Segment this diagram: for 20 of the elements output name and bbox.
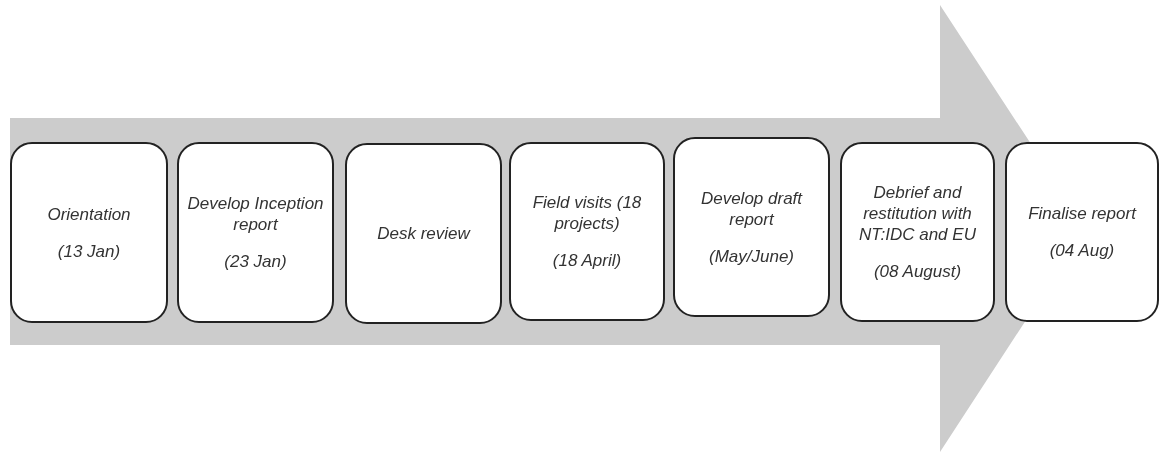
date-label: (13 Jan) — [57, 240, 121, 262]
process-box — [509, 142, 665, 321]
process-box — [673, 137, 830, 317]
step-label: Desk review — [377, 223, 470, 244]
process-box — [10, 142, 168, 323]
step-label: Develop draft report — [699, 187, 804, 230]
date-label: (04 Aug) — [1049, 240, 1115, 261]
process-box — [840, 142, 995, 322]
step-label: Finalise report — [1028, 203, 1136, 224]
step-label: Orientation — [47, 203, 131, 225]
process-box — [1005, 142, 1159, 322]
process-box — [177, 142, 334, 323]
date-label: (May/June) — [709, 245, 794, 267]
date-label: (08 August) — [873, 261, 962, 282]
step-label: Debrief and restitution with NT:IDC and EU — [858, 182, 977, 245]
step-label: Develop Inception report — [187, 193, 324, 235]
date-label: (23 Jan) — [224, 251, 287, 272]
step-label: Field visits (18 projects) — [531, 192, 643, 234]
date-label: (18 April) — [552, 250, 622, 271]
process-box — [345, 143, 502, 324]
